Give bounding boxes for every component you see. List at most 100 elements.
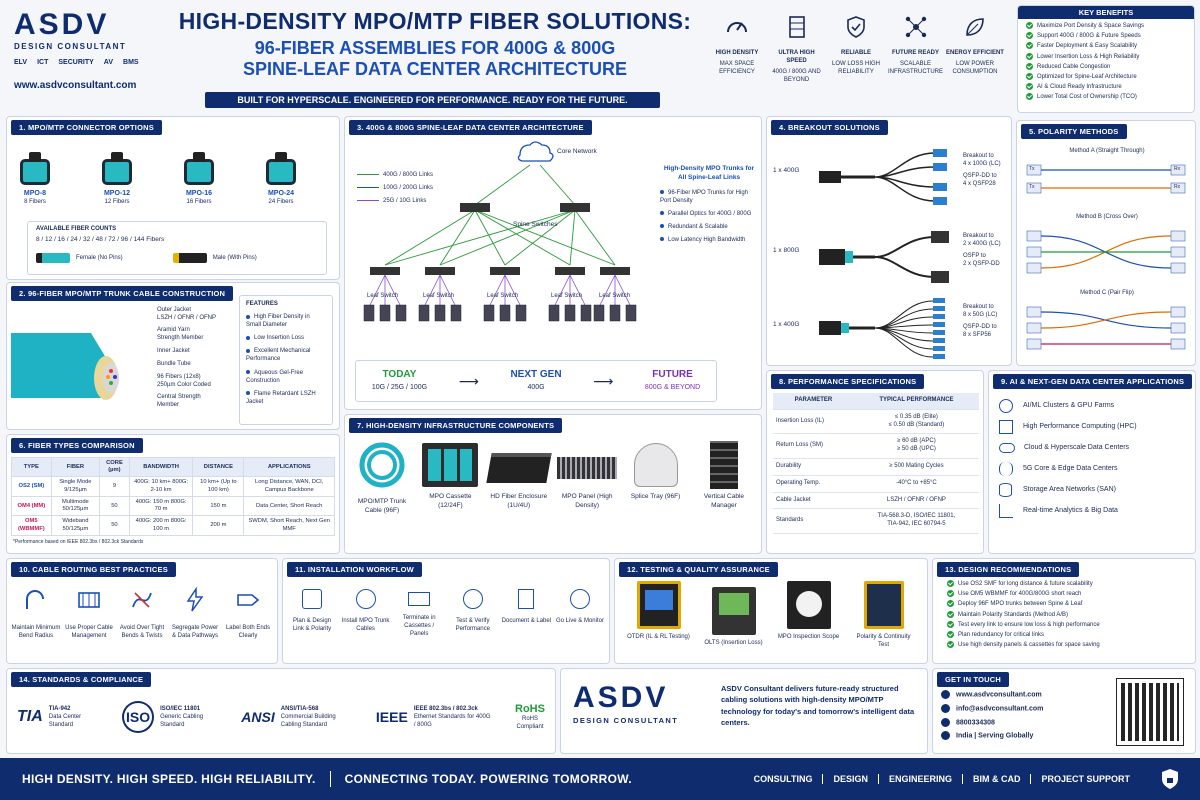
shield-icon bbox=[847, 16, 865, 38]
workflow-step: Plan & Design Link & Polarity bbox=[287, 589, 337, 638]
core-network-label: Core Network bbox=[557, 148, 597, 155]
section-title: GET IN TOUCH bbox=[937, 672, 1010, 687]
table-row: Return Loss (SM)≥ 60 dB (APC) ≥ 50 dB (U… bbox=[773, 433, 979, 459]
section-polarity: 5. POLARITY METHODS Method A (Straight T… bbox=[1016, 120, 1196, 366]
network-icon bbox=[905, 16, 926, 38]
key-benefits-panel: KEY BENEFITS Maximize Port Density & Spa… bbox=[1017, 5, 1195, 113]
plan-icon bbox=[302, 589, 322, 609]
section-breakout: 4. BREAKOUT SOLUTIONS 1 x 400G Breakout … bbox=[766, 116, 1012, 366]
check-icon bbox=[1026, 93, 1033, 101]
link-legend: 400G / 800G Links 100G / 200G Links 25G … bbox=[357, 171, 433, 205]
mpo-connector-icon bbox=[266, 152, 296, 185]
feature-row: HIGH DENSITY MAX SPACE EFFICIENCY ULTRA … bbox=[708, 14, 1004, 84]
location-icon bbox=[941, 731, 950, 741]
section-title: 5. POLARITY METHODS bbox=[1021, 124, 1127, 139]
section-trunk-construction: 2. 96-FIBER MPO/MTP TRUNK CABLE CONSTRUC… bbox=[6, 282, 340, 430]
gauge-icon bbox=[727, 22, 747, 33]
list-item: Maintain Polarity Standards (Method A/B) bbox=[947, 610, 1181, 619]
check-icon bbox=[947, 620, 954, 628]
footer-link-design[interactable]: DESIGN bbox=[823, 774, 879, 784]
practice-item: Segregate Power & Data Pathways bbox=[170, 586, 220, 640]
component-item: MPO/MTP Trunk Cable (96F) bbox=[349, 437, 415, 516]
terminate-icon bbox=[408, 592, 431, 606]
list-item: Use OM5 WBMMF for 400G/800G short reach bbox=[947, 590, 1181, 598]
check-icon bbox=[1026, 22, 1033, 29]
logo: ASDV DESIGN CONSULTANT bbox=[14, 10, 164, 52]
section-title: 10. CABLE ROUTING BEST PRACTICES bbox=[11, 562, 176, 577]
practice-item: Maintain Minimum Bend Radius bbox=[11, 587, 61, 640]
footer-link-support[interactable]: PROJECT SUPPORT bbox=[1041, 774, 1130, 784]
check-icon bbox=[1026, 42, 1033, 50]
section-title: 2. 96-FIBER MPO/MTP TRUNK CABLE CONSTRUC… bbox=[11, 286, 234, 301]
page-subtitle-1: 96-FIBER ASSEMBLIES FOR 400G & 800G bbox=[254, 38, 616, 58]
application-list: AI/ML Clusters & GPU Farms High Performa… bbox=[989, 389, 1195, 527]
otdr-device-icon bbox=[636, 581, 681, 629]
bend-radius-icon bbox=[26, 590, 44, 609]
table-note: *Performance based on IEEE 802.3bs / 802… bbox=[13, 538, 144, 545]
trunk-cable-illustration bbox=[11, 333, 119, 400]
section-title: 7. HIGH-DENSITY INFRASTRUCTURE COMPONENT… bbox=[349, 418, 563, 433]
footer-link-consulting[interactable]: CONSULTING bbox=[744, 774, 824, 784]
contact-web[interactable]: www.asdvconsultant.com bbox=[941, 690, 1187, 700]
list-item: Storage Area Networks (SAN) bbox=[999, 479, 1185, 500]
list-item: Test every link to ensure low loss & hig… bbox=[947, 620, 1181, 629]
component-row: MPO/MTP Trunk Cable (96F) MPO Cassette (… bbox=[349, 437, 757, 516]
contact-phone[interactable]: 8800334308 bbox=[941, 717, 1187, 728]
rx-label: Rx bbox=[1174, 184, 1181, 190]
about-text: ASDV Consultant delivers future-ready st… bbox=[721, 684, 915, 727]
table-row: Operating Temp.-40°C to +85°C bbox=[773, 475, 979, 493]
tag: ELV bbox=[14, 59, 28, 66]
polarity-diagram-c bbox=[1026, 306, 1186, 350]
footer-link-bim[interactable]: BIM & CAD bbox=[963, 774, 1032, 784]
footer-link-engineering[interactable]: ENGINEERING bbox=[879, 774, 963, 784]
monitor-icon bbox=[569, 589, 590, 609]
test-item: MPO Inspection Scope bbox=[776, 581, 842, 649]
brain-icon bbox=[999, 398, 1013, 413]
feature-item: HIGH DENSITY MAX SPACE EFFICIENCY bbox=[708, 14, 766, 84]
section-title: 8. PERFORMANCE SPECIFICATIONS bbox=[771, 374, 925, 389]
contact-location: India | Serving Globally bbox=[941, 731, 1187, 741]
table-row: Durability≥ 500 Mating Cycles bbox=[773, 458, 979, 476]
benefit-item: Optimized for Spine-Leaf Architecture bbox=[1026, 72, 1186, 81]
tag: ICT bbox=[37, 59, 49, 66]
breakout-cable-icon bbox=[819, 231, 949, 283]
logo-tags: ELV ICT SECURITY AV BMS bbox=[14, 59, 139, 66]
benefit-item: Support 400G / 800G & Future Speeds bbox=[1026, 32, 1186, 40]
section-ai-applications: 9. AI & NEXT-GEN DATA CENTER APPLICATION… bbox=[988, 370, 1196, 554]
twist-icon bbox=[132, 592, 152, 608]
about-logo: ASDV DESIGN CONSULTANT bbox=[573, 681, 679, 726]
contact-email[interactable]: info@asdvconsultant.com bbox=[941, 703, 1187, 714]
phone-icon bbox=[941, 717, 950, 727]
breakout-cable-icon bbox=[819, 149, 947, 205]
workflow-step: Install MPO Trunk Cables bbox=[341, 589, 391, 638]
cloud-icon bbox=[999, 442, 1015, 453]
footer-tagline-1: HIGH DENSITY. HIGH SPEED. HIGH RELIABILI… bbox=[22, 772, 316, 786]
workflow-step: Go Live & Monitor bbox=[555, 589, 605, 638]
antenna-icon bbox=[999, 461, 1013, 476]
list-item: AI/ML Clusters & GPU Farms bbox=[999, 395, 1185, 416]
qr-code[interactable] bbox=[1116, 678, 1184, 746]
cable-management-icon bbox=[78, 592, 100, 608]
mpo-connector-icon bbox=[20, 152, 50, 185]
male-connector-icon bbox=[172, 252, 207, 263]
section-title: 3. 400G & 800G SPINE-LEAF DATA CENTER AR… bbox=[349, 120, 592, 135]
list-item: Real-time Analytics & Big Data bbox=[999, 500, 1185, 521]
trunk-cable-icon bbox=[359, 442, 405, 488]
section-title: 4. BREAKOUT SOLUTIONS bbox=[771, 120, 888, 135]
logo-url[interactable]: www.asdvconsultant.com bbox=[14, 80, 137, 91]
list-item: Use high density panels & cassettes for … bbox=[947, 641, 1181, 649]
olts-device-icon bbox=[711, 587, 756, 635]
